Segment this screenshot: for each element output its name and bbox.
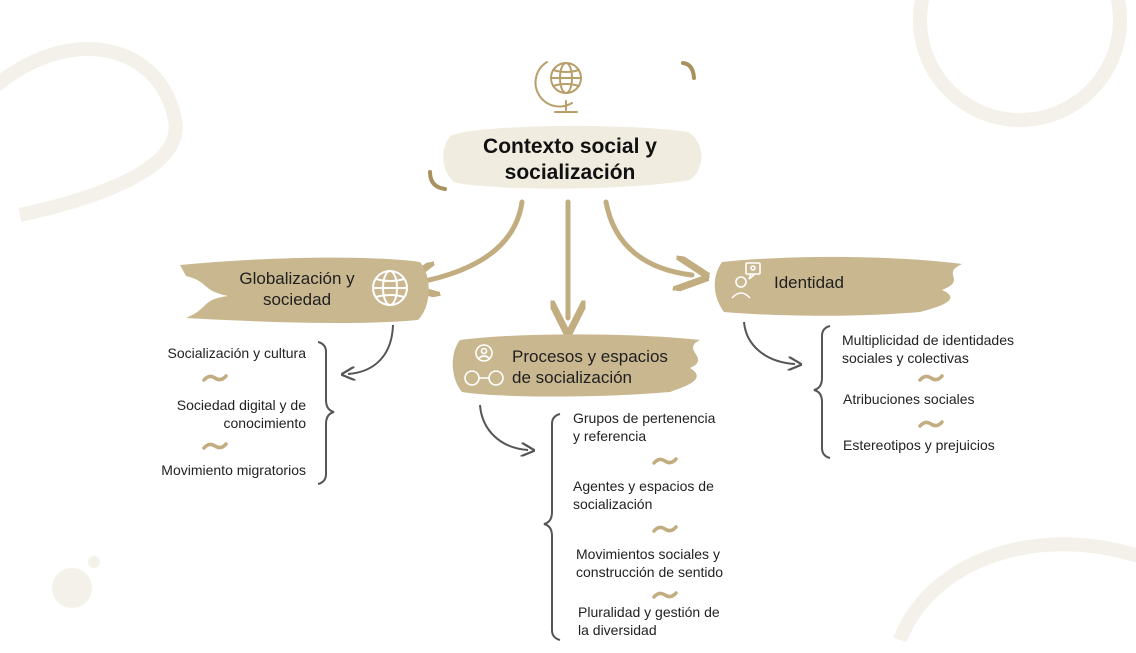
tilde-separator: [652, 457, 678, 465]
tilde-separator: [202, 374, 228, 382]
corner-mark-bottom: [428, 170, 447, 191]
branch-title-line2: sociedad: [262, 290, 332, 310]
list-item-line: la diversidad: [578, 621, 657, 638]
list-item: Agentes y espacios de socialización: [573, 478, 783, 513]
list-item-line: conocimiento: [223, 414, 307, 431]
list-item-line: Multiplicidad de identidades: [842, 332, 1014, 348]
globe-icon: [372, 270, 408, 306]
list-item-line: Agentes y espacios de: [573, 478, 714, 494]
globe-stand-icon: [534, 61, 582, 113]
central-topic-line1: Contexto social y: [483, 135, 657, 158]
branch-title-globalizacion: Globalización y sociedad: [228, 268, 366, 311]
center-bubble: [443, 125, 702, 189]
branch-title-line1: Identidad: [774, 273, 844, 292]
list-item-line: Pluralidad y gestión de: [578, 604, 720, 620]
tilde-separator: [918, 420, 944, 428]
connector-identidad: [743, 321, 795, 364]
list-item: Movimientos sociales y construcción de s…: [576, 546, 786, 581]
central-topic: Contexto social y socialización: [455, 134, 685, 187]
branch-title-procesos: Procesos y espacios de socialización: [512, 346, 692, 389]
list-item: Grupos de pertenencia y referencia: [573, 410, 783, 445]
list-item-line: Movimientos sociales y: [576, 546, 720, 562]
list-item: Socialización y cultura: [96, 345, 306, 363]
branch-title-line2: de socialización: [512, 368, 633, 388]
brace-procesos: [543, 413, 561, 641]
list-item: Estereotipos y prejuicios: [843, 437, 1083, 455]
brace-globalizacion: [317, 341, 335, 485]
arrow-to-identidad: [603, 199, 692, 275]
branch-title-line1: Globalización y: [239, 269, 355, 288]
connector-globalizacion: [348, 324, 394, 374]
person-idea-icon: [731, 262, 761, 299]
banner-globalizacion: [180, 257, 429, 324]
list-item-line: construcción de sentido: [576, 563, 724, 580]
list-item-line: Atribuciones sociales: [843, 391, 975, 407]
list-item-line: Socialización y cultura: [167, 345, 306, 361]
tilde-separator: [202, 442, 228, 450]
arrow-to-globalizacion: [420, 199, 525, 282]
list-item-line: socialización: [573, 495, 653, 512]
tilde-separator: [652, 591, 678, 599]
list-item-line: sociales y colectivas: [842, 349, 969, 366]
connector-procesos: [479, 404, 528, 450]
banner-procesos: [452, 334, 700, 397]
list-item: Movimiento migratorios: [96, 462, 306, 480]
list-item-line: Movimiento migratorios: [161, 462, 306, 478]
list-item: Sociedad digital y de conocimiento: [96, 397, 306, 432]
list-item: Multiplicidad de identidades sociales y …: [842, 332, 1082, 367]
separators: [202, 374, 944, 599]
list-item: Pluralidad y gestión de la diversidad: [578, 604, 788, 639]
list-item-line: Sociedad digital y de: [176, 397, 306, 413]
list-item-line: y referencia: [573, 427, 647, 444]
branch-title-identidad: Identidad: [774, 272, 894, 293]
corner-mark-top: [681, 61, 696, 80]
people-network-icon: [464, 344, 504, 386]
list-item-line: Estereotipos y prejuicios: [843, 437, 995, 453]
banner-identidad: [714, 256, 962, 316]
branch-title-line1: Procesos y espacios: [512, 347, 668, 366]
tilde-separator: [918, 374, 944, 382]
list-item-line: Grupos de pertenencia: [573, 410, 716, 426]
brace-identidad: [813, 325, 831, 459]
tilde-separator: [652, 525, 678, 533]
central-topic-line2: socialización: [504, 161, 636, 185]
list-item: Atribuciones sociales: [843, 391, 1083, 409]
